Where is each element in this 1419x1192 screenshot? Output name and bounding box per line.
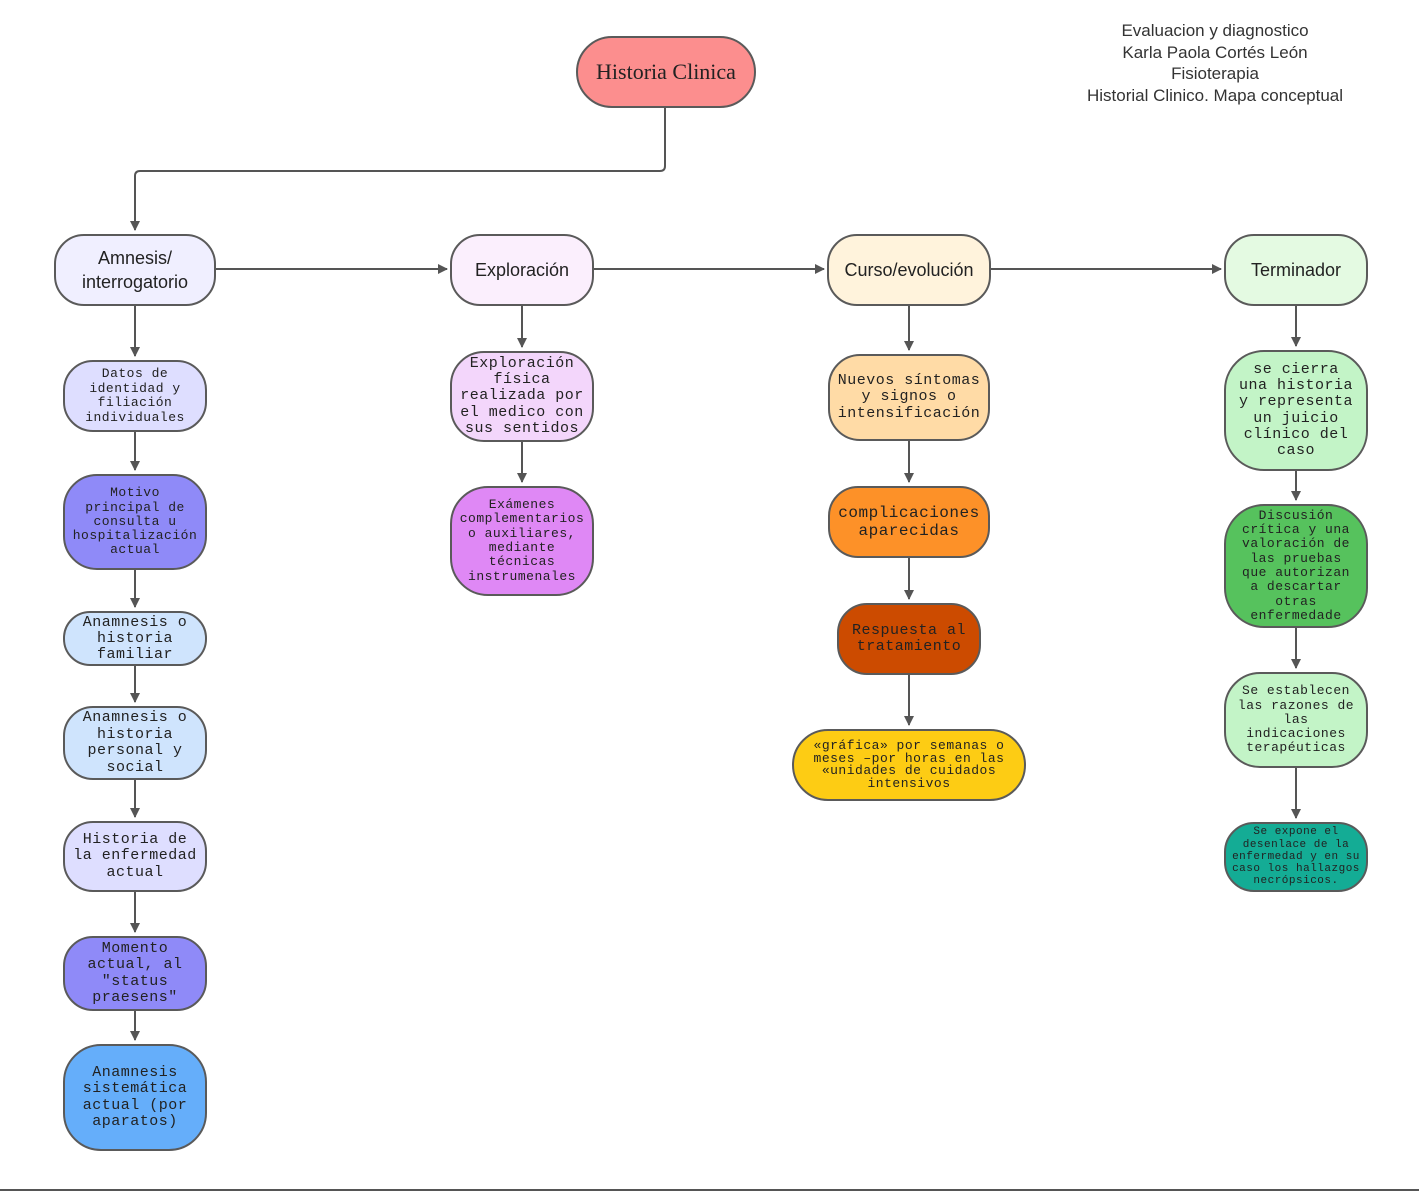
branch-amnesis-label: Amnesis/ interrogatorio [81,248,189,292]
branch-exploracion: Exploración [450,234,594,306]
amnesis-item-motivo: Motivo principal de consulta u hospitali… [63,474,207,570]
root-node-label: Historia Clinica [596,59,736,84]
amnesis-item-momento: Momento actual, al "status praesens" [63,936,207,1011]
header-block: Evaluacion y diagnostico Karla Paola Cor… [1060,20,1370,106]
amnesis-item-enfermedad: Historia de la enfermedad actual [63,821,207,892]
amnesis-item-personal: Anamnesis o historia personal y social [63,706,207,780]
branch-amnesis: Amnesis/ interrogatorio [54,234,216,306]
curso-item-complicaciones: complicaciones aparecidas [828,486,990,558]
header-course: Evaluacion y diagnostico [1121,21,1309,40]
branch-terminador: Terminador [1224,234,1368,306]
bottom-divider [0,1189,1419,1191]
exploracion-item-examenes: Exámenes complementarios o auxiliares, m… [450,486,594,596]
amnesis-item-datos: Datos de identidad y filiación individua… [63,360,207,432]
amnesis-item-familiar: Anamnesis o historia familiar [63,611,207,666]
terminador-item-razones: Se establecen las razones de las indicac… [1224,672,1368,768]
terminador-item-cierra: se cierra una historia y representa un j… [1224,350,1368,471]
branch-curso-label: Curso/evolución [844,259,974,280]
header-author: Karla Paola Cortés León [1122,42,1308,62]
terminador-item-desenlace: Se expone el desenlace de la enfermedad … [1224,822,1368,892]
curso-item-grafica: «gráfica» por semanas o meses –por horas… [792,729,1026,801]
header-subject: Fisioterapia [1171,64,1259,83]
exploracion-item-fisica: Exploración física realizada por el medi… [450,351,594,442]
branch-exploracion-label: Exploración [474,259,570,280]
root-node: Historia Clinica [576,36,756,108]
branch-curso: Curso/evolución [827,234,991,306]
curso-item-respuesta: Respuesta al tratamiento [837,603,981,675]
header-title: Historial Clinico. Mapa conceptual [1086,85,1344,105]
amnesis-item-sistematica: Anamnesis sistemática actual (por aparat… [63,1044,207,1151]
branch-terminador-label: Terminador [1250,259,1342,280]
connector-root-amnesis [130,108,666,231]
curso-item-sintomas: Nuevos síntomas y signos o intensificaci… [828,354,990,441]
terminador-item-discusion: Discusión crítica y una valoración de la… [1224,504,1368,628]
